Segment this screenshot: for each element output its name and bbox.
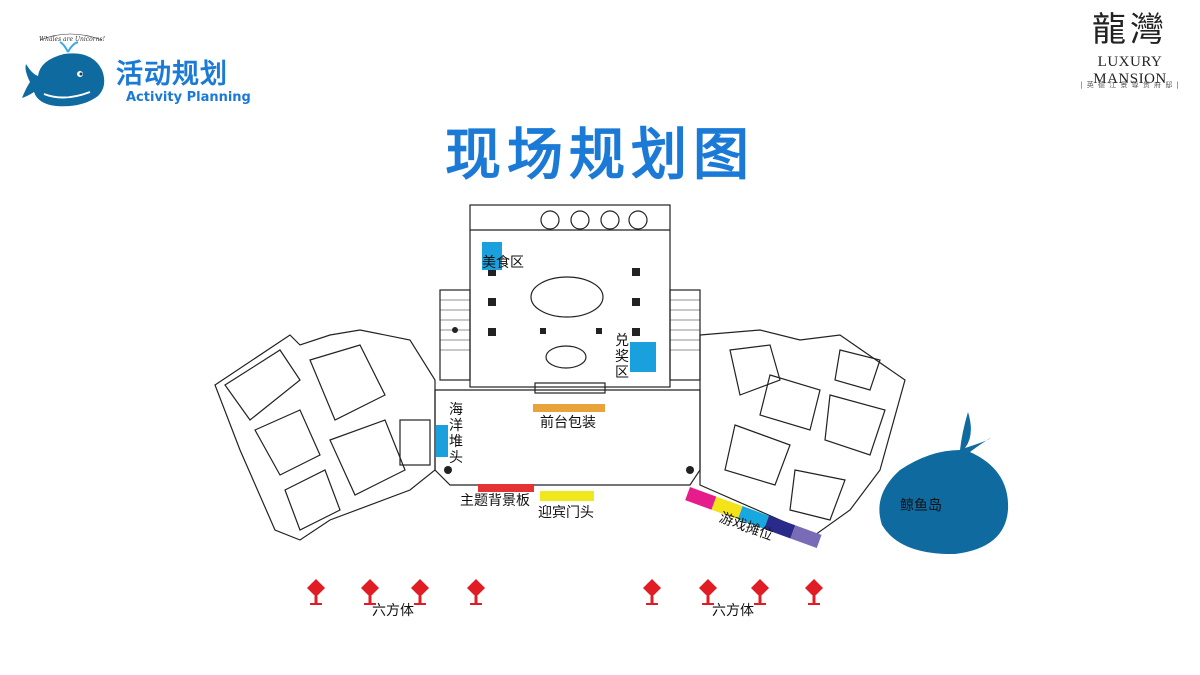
prize-area-label: 兑奖区 [615, 333, 629, 382]
whale-island-shape [879, 412, 1009, 555]
cube-icon [307, 579, 823, 605]
theme-board-label: 主题背景板 [460, 493, 530, 509]
front-desk-zone [533, 404, 605, 412]
luxury-logo-tagline: | 英 德 江 景 尊 贵 府 邸 | [1080, 81, 1180, 89]
brand-title-cn: 活动规划 [116, 59, 228, 90]
right-wing [699, 329, 906, 536]
food-area-zone [482, 242, 502, 270]
prize-area-zone [630, 342, 656, 372]
brand-title-en: Activity Planning [126, 90, 251, 105]
game-booth-zone [685, 487, 822, 549]
food-area-label: 美食区 [482, 255, 524, 271]
whale-island-label: 鲸鱼岛 [900, 498, 942, 514]
whale-caption: Whales are Unicorns! [39, 36, 106, 43]
theme-board-zone [478, 484, 534, 492]
ocean-pile-label: 海洋堆头 [449, 402, 463, 467]
cube-right-label: 六方体 [712, 603, 754, 619]
activity-planning-logo: Whales are Unicorns! 活动规划 Activity Plann… [20, 30, 260, 120]
luxury-logo-cn: 龍灣 [1092, 10, 1168, 50]
welcome-gate-zone [540, 491, 594, 501]
front-desk-label: 前台包装 [540, 415, 596, 431]
left-wing [214, 329, 436, 541]
page-title: 现场规划图 [445, 123, 755, 188]
welcome-gate-label: 迎宾门头 [538, 505, 594, 521]
luxury-mansion-logo: 龍灣 LUXURY MANSION | 英 德 江 景 尊 贵 府 邸 | [1060, 0, 1200, 100]
luxury-logo-en: LUXURY MANSION [1093, 54, 1167, 87]
cube-left-label: 六方体 [372, 603, 414, 619]
ocean-pile-zone [436, 425, 448, 457]
whale-logo-icon: Whales are Unicorns! [22, 33, 106, 107]
